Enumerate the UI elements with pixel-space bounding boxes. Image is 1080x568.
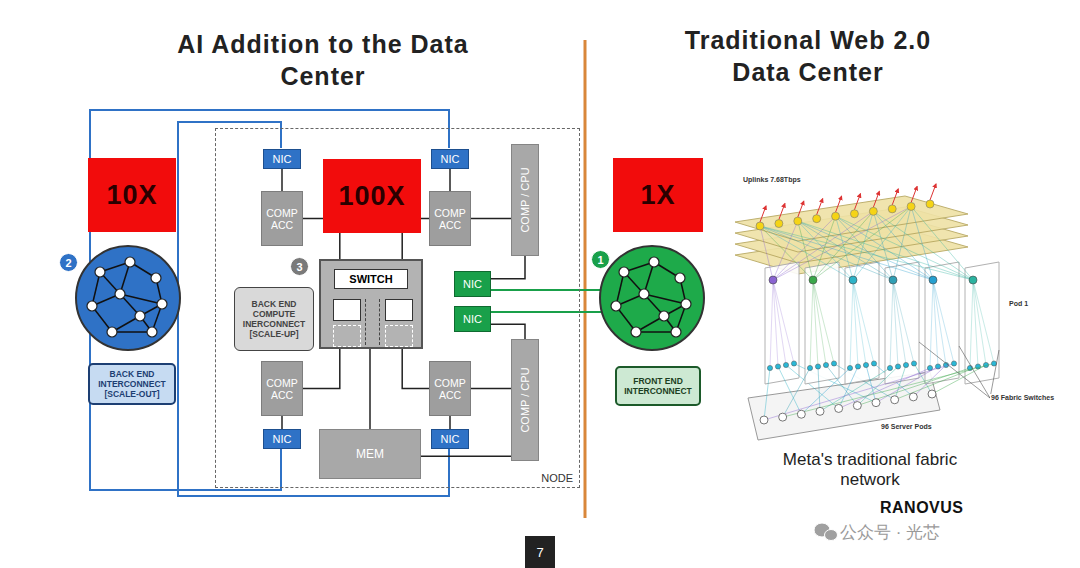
node-label: COMP ACC — [262, 207, 302, 231]
node-label: COMP ACC — [262, 377, 302, 401]
node-label: BACK END INTERCONNECT [SCALE-OUT] — [92, 369, 172, 399]
wire — [281, 169, 283, 191]
wire — [471, 388, 511, 390]
node-label: COMP ACC — [430, 377, 470, 401]
wire — [369, 349, 371, 429]
accelerator-box: COMP ACC — [429, 191, 471, 246]
wire — [281, 416, 283, 429]
wire — [303, 349, 340, 389]
scale-factor-box: 1X — [613, 158, 703, 232]
logo: RANOVUS — [880, 499, 964, 517]
network-circle — [600, 246, 704, 350]
illustration-label: 96 Server Pods — [880, 423, 933, 430]
interconnect-box: BACK END COMPUTE INERCONNECT [SCALE-UP] — [234, 287, 314, 351]
node-label: 100X — [338, 181, 405, 212]
watermark: 公众号 · 光芯 — [840, 521, 940, 544]
heading: Traditional Web 2.0 Data Center — [653, 24, 963, 88]
nic-box: NIC — [431, 429, 469, 449]
fabric-illustration — [735, 184, 999, 440]
callout-number: 3 — [290, 257, 309, 276]
node-boundary: NODE NIC NIC COMP ACC 100X COMP ACC COMP / CPU… — [215, 128, 580, 488]
switch-divider — [379, 299, 380, 345]
memory-box: MEM — [319, 429, 421, 479]
node-label: COMP / CPU — [519, 367, 531, 432]
wire — [491, 256, 525, 279]
node-label: FRONT END INTERCONNECT — [619, 376, 697, 396]
node-label: NIC — [441, 433, 460, 445]
interconnect-box: FRONT END INTERCONNECT — [615, 366, 701, 406]
nic-box: NIC — [454, 271, 491, 297]
wire — [421, 455, 511, 457]
callout-number: 1 — [591, 250, 610, 269]
accelerator-box: COMP ACC — [261, 191, 303, 246]
interconnect-box: BACK END INTERCONNECT [SCALE-OUT] — [88, 363, 176, 405]
illustration-label: Uplinks 7.68Tbps — [742, 176, 802, 183]
node-label: NIC — [463, 278, 482, 290]
node-label: 10X — [106, 180, 157, 211]
node-label: 1 — [597, 254, 603, 266]
cpu-box: COMP / CPU — [511, 144, 539, 256]
node-label: MEM — [356, 447, 384, 461]
page-number-box: 7 — [525, 536, 555, 568]
nic-box: NIC — [263, 149, 301, 169]
network-circle — [76, 246, 180, 350]
heading: AI Addition to the Data Center — [173, 28, 473, 92]
illustration-label: 96 Fabric Switches — [990, 394, 1055, 401]
node-label: 3 — [296, 261, 302, 273]
switch-box: SWITCH — [319, 259, 423, 349]
node-label: 2 — [65, 257, 71, 269]
node-label: NODE — [541, 472, 573, 484]
accelerator-box: COMP ACC — [261, 361, 303, 416]
nic-box: NIC — [431, 149, 469, 169]
node-label: BACK END COMPUTE INERCONNECT [SCALE-UP] — [237, 299, 311, 339]
scale-factor-box: 10X — [88, 158, 176, 232]
switch-port — [385, 325, 413, 347]
node-label: COMP / CPU — [519, 167, 531, 232]
node-label: SWITCH — [334, 269, 407, 289]
accelerator-box: COMP ACC — [429, 361, 471, 416]
node-label: NIC — [273, 433, 292, 445]
wire — [402, 349, 429, 389]
callout-number: 2 — [59, 253, 78, 272]
wire — [491, 324, 525, 339]
wire — [471, 218, 511, 220]
node-label: 7 — [536, 545, 543, 560]
wire — [449, 169, 451, 191]
nic-box: NIC — [263, 429, 301, 449]
node-label: NIC — [463, 313, 482, 325]
nic-box: NIC — [454, 306, 491, 332]
switch-port — [333, 299, 361, 321]
switch-port — [333, 325, 361, 347]
cpu-box: COMP / CPU — [511, 339, 539, 461]
node-label: NIC — [273, 153, 292, 165]
scale-factor-box: 100X — [323, 159, 421, 233]
wechat-icon — [814, 523, 838, 541]
wire — [449, 416, 451, 429]
switch-port — [385, 299, 413, 321]
node-label: COMP ACC — [430, 207, 470, 231]
illustration-label: Pod 1 — [1008, 300, 1029, 307]
node-label: 1X — [640, 180, 675, 211]
divider-line — [584, 40, 587, 518]
caption: Meta's traditional fabric network — [780, 450, 960, 490]
node-label: NIC — [441, 153, 460, 165]
switch-divider — [365, 299, 366, 345]
